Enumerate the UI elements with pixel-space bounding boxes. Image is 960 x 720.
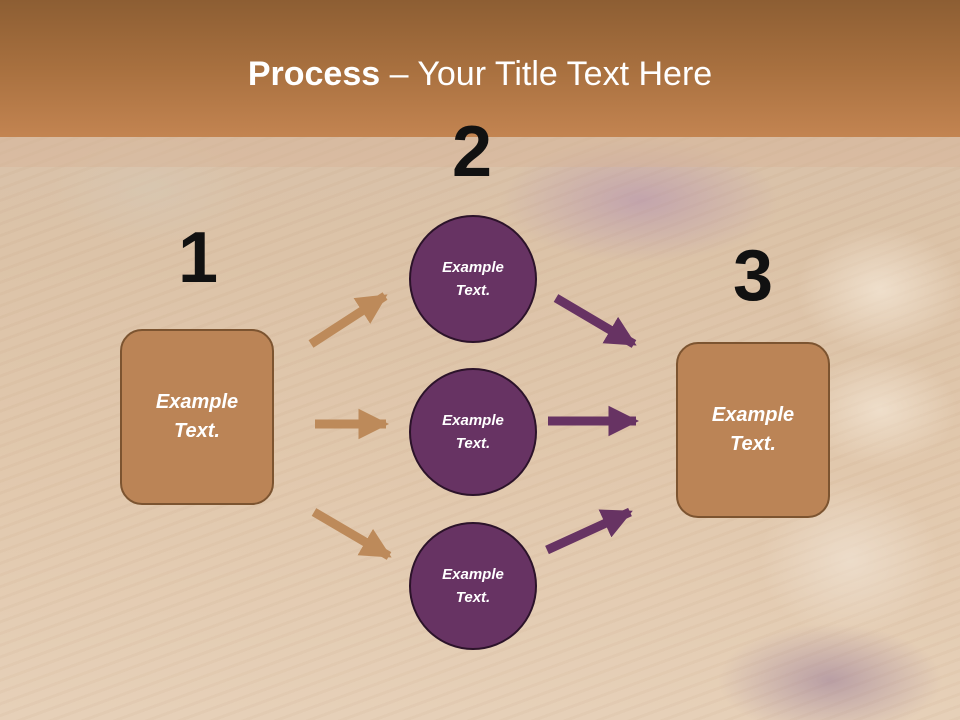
arrow-left-to-bottom [311,508,392,560]
process-circle-middle[interactable]: Example Text. [409,368,537,496]
title-strip [0,137,960,167]
title-band [0,0,960,137]
process-circle-bottom[interactable]: Example Text. [409,522,537,650]
step-number-2: 2 [451,112,493,192]
process-box-left[interactable]: Example Text. [120,329,274,505]
arrow-top-to-right [553,294,637,348]
arrow-left-to-top [308,292,388,348]
title-bold: Process [247,55,381,93]
process-circle-top[interactable]: Example Text. [409,215,537,343]
process-box-right[interactable]: Example Text. [676,342,830,518]
step-number-3: 3 [732,236,774,316]
title-rest: – Your Title Text Here [380,55,713,93]
slide-title[interactable]: Process – Your Title Text Here [0,50,960,98]
step-number-1: 1 [177,218,219,298]
arrow-bottom-to-right [545,507,633,555]
